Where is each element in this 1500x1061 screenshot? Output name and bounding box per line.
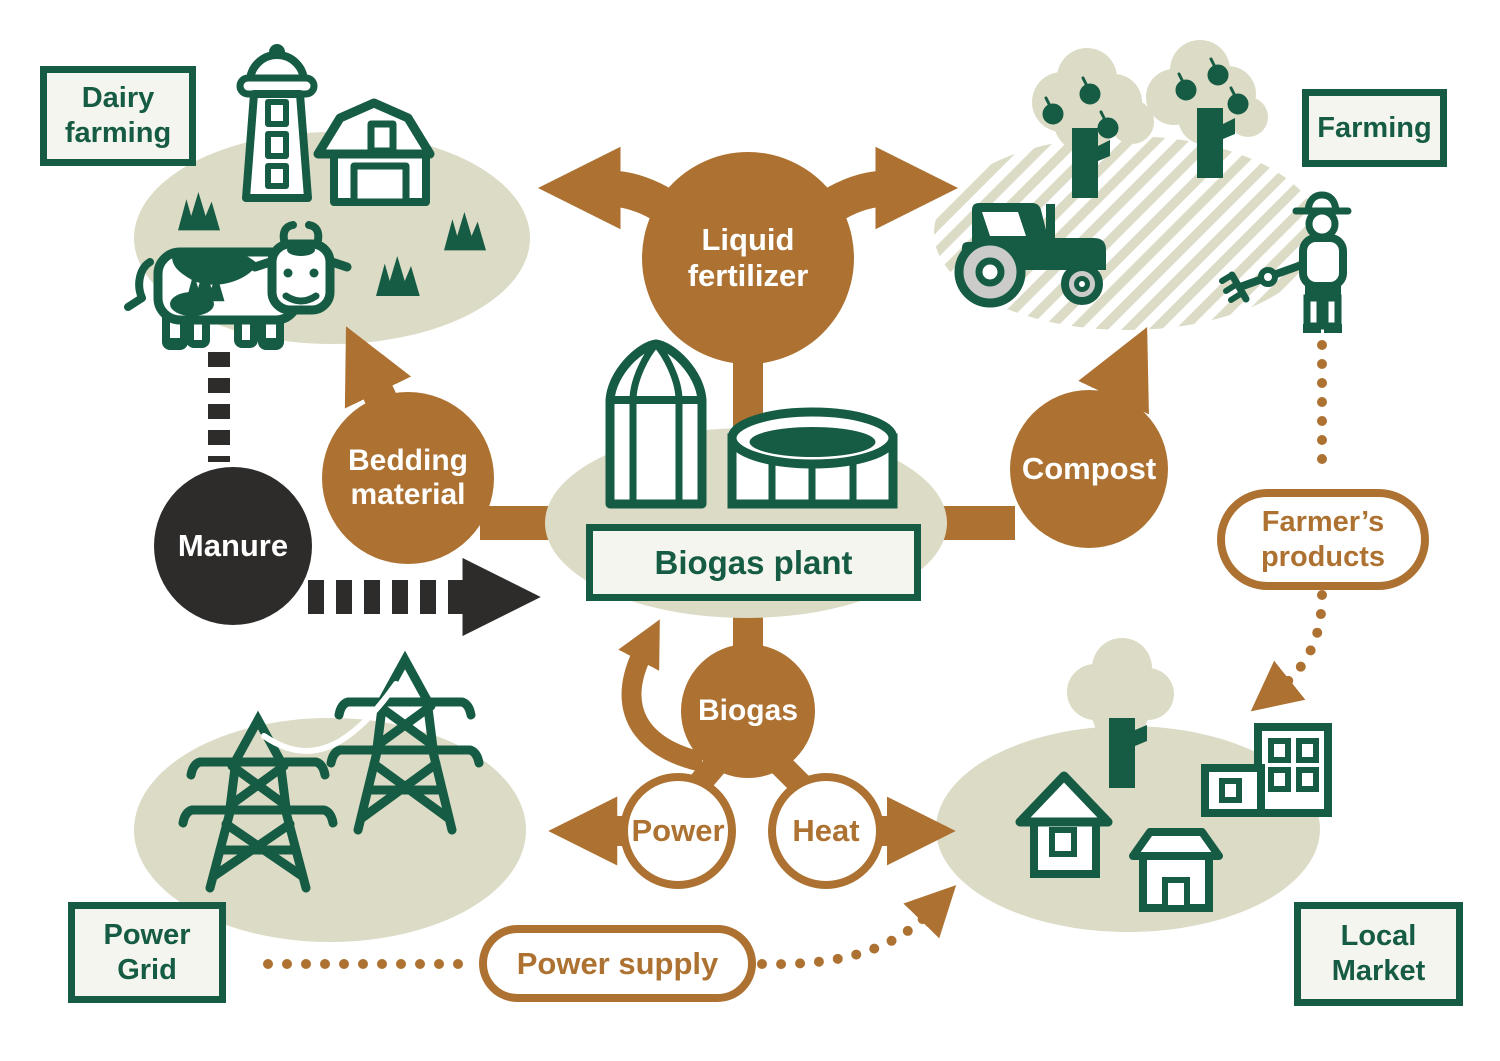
biogas-recycle-arrow xyxy=(618,619,705,772)
power-grid-label: Power Grid xyxy=(68,902,226,1003)
shop-icon xyxy=(1129,828,1223,912)
bedding-material-bubble: Bedding material xyxy=(322,392,494,564)
biogas-silo-icon xyxy=(605,339,707,509)
house-icon xyxy=(1015,771,1113,878)
farming-label: Farming xyxy=(1302,89,1447,167)
transmission-tower-icon xyxy=(178,710,338,893)
farming-illustration xyxy=(954,40,1352,333)
local-market-label: Local Market xyxy=(1294,902,1463,1006)
silo-tower-icon xyxy=(236,44,318,202)
compost-bubble: Compost xyxy=(1010,390,1168,548)
dairy-farming-label: Dairy farming xyxy=(40,66,196,166)
local-market-illustration xyxy=(1015,638,1332,912)
products-to-market-arrow xyxy=(1250,590,1327,712)
fruit-tree-icon xyxy=(1032,48,1154,198)
power-bubble: Power xyxy=(620,773,736,889)
tractor-icon xyxy=(954,203,1106,308)
biogas-plant-label: Biogas plant xyxy=(586,524,921,601)
cow-icon xyxy=(124,221,352,350)
biogas-plant-illustration xyxy=(605,339,898,509)
liquid-fertilizer-bubble: Liquid fertilizer xyxy=(642,152,854,364)
power-grid-illustration xyxy=(178,650,484,893)
tree-icon xyxy=(1067,638,1174,788)
barn-icon xyxy=(313,98,435,206)
biogas-bubble: Biogas xyxy=(681,644,815,778)
transmission-tower-icon xyxy=(326,650,484,835)
heat-bubble: Heat xyxy=(768,773,884,889)
dairy-farm-illustration xyxy=(124,44,486,350)
building-icon xyxy=(1201,723,1332,817)
power-line-icon xyxy=(261,681,399,754)
power-supply-to-market-arrow xyxy=(757,885,957,970)
farmer-icon xyxy=(1219,191,1352,333)
digester-tank-icon xyxy=(727,407,898,509)
fruit-tree-icon xyxy=(1146,40,1268,178)
power-supply-pill: Power supply xyxy=(479,925,756,1002)
manure-bubble: Manure xyxy=(154,467,312,625)
farmers-products-pill: Farmer’s products xyxy=(1217,489,1429,590)
bedding-material-connector xyxy=(480,506,550,540)
